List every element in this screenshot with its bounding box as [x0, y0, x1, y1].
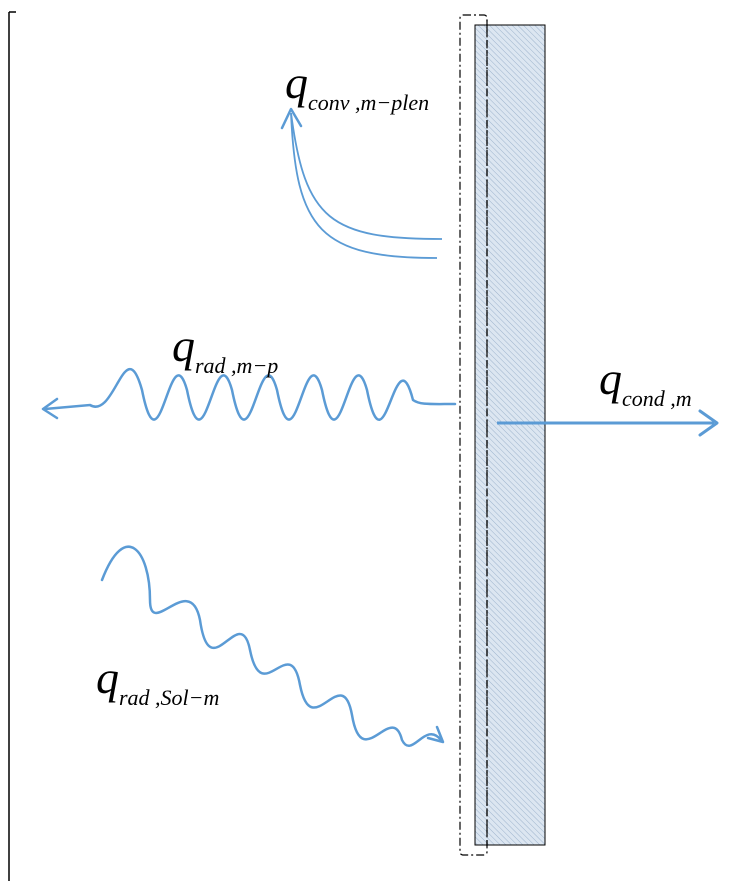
label-q-conv: qconv ,m−plen [285, 60, 429, 114]
label-q-conv-sub: conv ,m−plen [308, 90, 430, 115]
conduction-arrowhead [698, 409, 719, 437]
label-q-rad-mp-sub: rad ,m−p [195, 353, 279, 378]
radiation-sol-wave [100, 545, 443, 747]
radiation-mp-arrow [41, 368, 457, 421]
radiation-sol-arrow [100, 545, 445, 747]
convection-arrowhead [280, 107, 303, 130]
convection-curve-inner [290, 112, 438, 259]
radiation-mp-arrowhead [41, 397, 59, 420]
wall-hatched [474, 24, 546, 846]
radiation-mp-wave [43, 368, 457, 421]
radiation-sol-arrowhead [426, 725, 445, 744]
label-q-rad-mp: qrad ,m−p [172, 323, 278, 377]
label-q-conv-main: q [285, 57, 308, 108]
label-q-rad-mp-main: q [172, 320, 195, 371]
label-q-rad-sol-sub: rad ,Sol−m [119, 685, 220, 710]
label-q-cond-sub: cond ,m [622, 386, 692, 411]
convection-arrow [280, 107, 443, 259]
convection-curve-outer [290, 112, 443, 240]
label-q-cond: qcond ,m [599, 356, 692, 410]
label-q-rad-sol-main: q [96, 652, 119, 703]
label-q-rad-sol: qrad ,Sol−m [96, 655, 219, 709]
frame-corner-line [8, 11, 16, 881]
label-q-cond-main: q [599, 353, 622, 404]
conduction-arrow [497, 409, 719, 437]
